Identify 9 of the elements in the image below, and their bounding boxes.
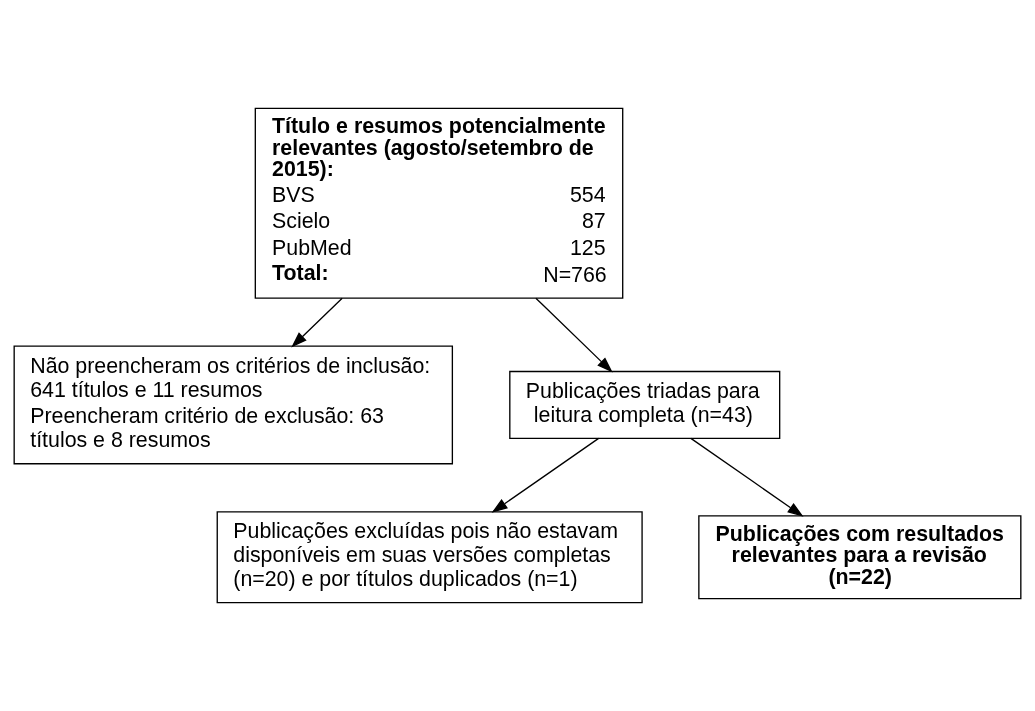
arrow [291,297,343,348]
node-box: Publicações excluídas pois não estavam disponíveis em suas versões completas (n=20) e por títulos duplicados (n=1) [216,511,643,604]
arrow [535,297,613,373]
node-box: Não preencheram os critérios de inclusão: 641 títulos e 11 resumos Preencheram critério de exclusão: 63 títulos e 8 resumos [13,345,454,465]
node-box: Publicações triadas para leitura completa (n=43) [509,370,781,439]
arrow [491,437,600,513]
node-box: Publicações com resultados relevantes para a revisão (n=22) [698,515,1022,600]
node-box: Título e resumos potencialmente relevantes (agosto/setembro de 2015): BVS 554 Scielo 87 PubMed 125 Total: N=766 [254,107,624,299]
arrow [690,437,804,517]
